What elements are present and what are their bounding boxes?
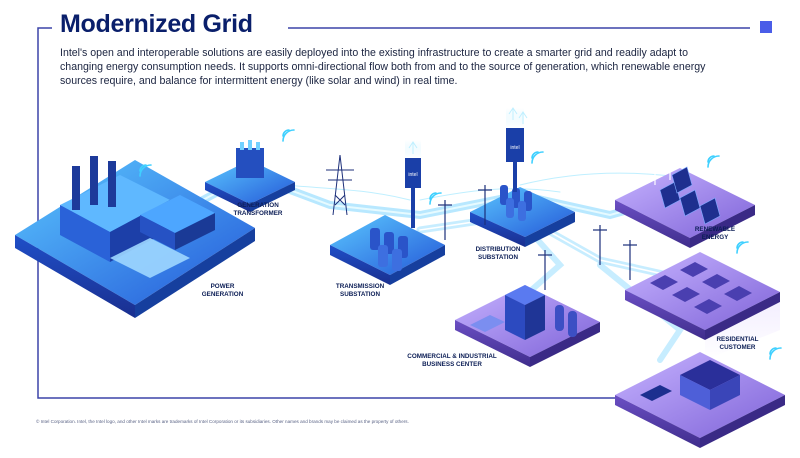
label-transmission-substation: TRANSMISSION SUBSTATION xyxy=(320,283,400,299)
wifi-icon xyxy=(737,242,748,253)
residential-house xyxy=(615,352,785,448)
wifi-icon xyxy=(708,156,719,167)
footer-legal: © Intel Corporation. Intel, the Intel lo… xyxy=(36,419,409,424)
label-power-generation: POWER GENERATION xyxy=(185,283,260,299)
label-commercial-industrial: COMMERCIAL & INDUSTRIAL BUSINESS CENTER xyxy=(392,353,512,369)
intel-badge-2: intel xyxy=(510,145,519,151)
label-generation-transformer: GENERATION TRANSFORMER xyxy=(218,202,298,218)
wifi-icon xyxy=(430,193,441,204)
label-renewable-energy: RENEWABLE ENERGY xyxy=(680,226,750,242)
intel-badge-1: intel xyxy=(408,172,417,178)
label-residential-customer: RESIDENTIAL CUSTOMER xyxy=(700,336,775,352)
wifi-icon xyxy=(532,152,543,163)
label-distribution-substation: DISTRIBUTION SUBSTATION xyxy=(458,246,538,262)
wifi-icon xyxy=(283,130,294,141)
